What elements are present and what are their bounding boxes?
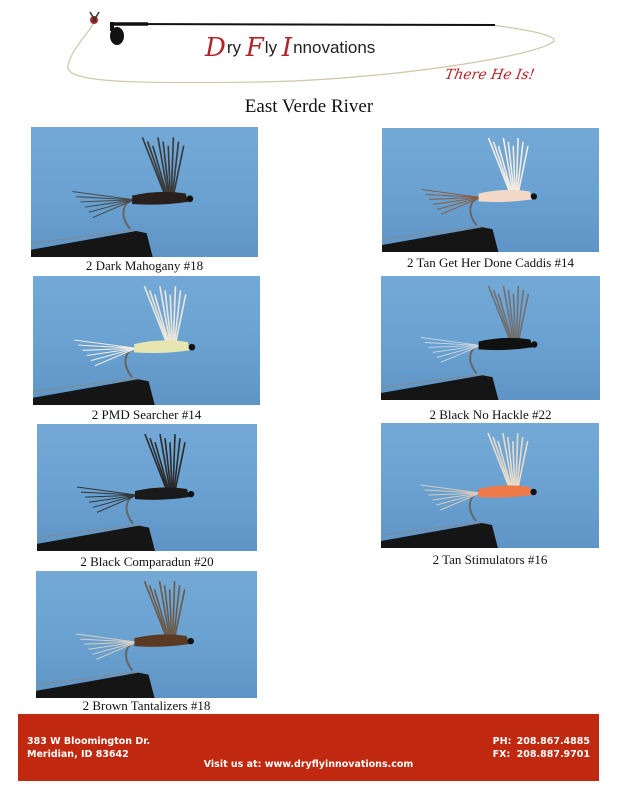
fly-wing: [487, 137, 529, 194]
company-logo: Dry Fly Innovations There He Is!: [60, 0, 560, 95]
fly-tail: [420, 337, 481, 363]
phone-label: PH:: [492, 736, 512, 747]
fly-caption: 2 Brown Tantalizers #18: [82, 698, 211, 713]
fly-rod-icon: [109, 22, 496, 45]
fly-photo: [37, 424, 257, 551]
brand-cap-3: I: [281, 33, 293, 63]
fly-illustration: [33, 286, 196, 405]
brand-cap-2: F: [245, 33, 264, 63]
fly-photo: [381, 423, 599, 548]
vise-jaw-icon: [381, 523, 498, 548]
vise-jaw-icon: [31, 231, 153, 257]
brand-name: Dry Fly Innovations: [205, 33, 375, 63]
fly-body: [135, 487, 189, 500]
fly-head: [186, 195, 194, 203]
fly-photo: [36, 571, 257, 698]
vise-jaw-icon: [33, 379, 155, 405]
fly-body: [134, 340, 190, 354]
address-line-1: 383 W Bloomington Dr.: [27, 736, 151, 747]
fly-tail: [74, 339, 137, 367]
fly-caption: 2 Tan Stimulators #16: [432, 552, 548, 567]
footer-address: 383 W Bloomington Dr. Meridian, ID 83642: [27, 735, 150, 761]
fly-photo: [381, 276, 600, 400]
fly-illustration: [36, 580, 194, 698]
fly-wing: [487, 285, 530, 342]
fly-body: [478, 337, 533, 351]
fax-number: 208.887.9701: [516, 749, 590, 760]
brand-rest-2: ly: [264, 38, 282, 57]
phone-row: PH: 208.867.4885: [493, 735, 590, 748]
vise-jaw-icon: [382, 227, 499, 252]
fly-caption: 2 Dark Mahogany #18: [85, 258, 204, 273]
fly-tail: [76, 633, 137, 660]
fly-icon: [89, 11, 100, 24]
fly-wing: [143, 580, 186, 639]
page-title: East Verde River: [244, 96, 374, 117]
fly-body: [132, 191, 188, 205]
fly-caption: 2 Black No Hackle #22: [429, 407, 552, 422]
fly-illustration: [31, 137, 194, 257]
fly-body: [478, 189, 532, 203]
fly-photo: [382, 128, 599, 252]
vise-jaw-icon: [37, 525, 155, 551]
fax-label: FX:: [492, 749, 511, 760]
fly-wing: [144, 433, 186, 492]
fly-caption: 2 PMD Searcher #14: [91, 407, 202, 422]
logo-graphic: [67, 11, 555, 84]
fly-head: [187, 637, 194, 645]
fly-tail: [76, 486, 138, 513]
fly-wing: [143, 286, 187, 345]
address-line-2: Meridian, ID 83642: [27, 749, 129, 760]
fly-body: [478, 485, 532, 498]
fly-head: [530, 193, 538, 200]
fly-wing: [141, 137, 185, 196]
fly-caption: 2 Tan Get Her Done Caddis #14: [406, 255, 575, 270]
brand-rest-3: nnovations: [293, 38, 376, 57]
phone-number: 208.867.4885: [516, 736, 590, 747]
fly-wing: [487, 432, 529, 490]
fly-head: [531, 341, 538, 348]
website-link[interactable]: Visit us at: www.dryflyinnovations.com: [203, 759, 414, 770]
fly-illustration: [381, 285, 538, 400]
fly-tail: [72, 190, 135, 218]
fly-head: [187, 490, 195, 498]
vise-jaw-icon: [381, 375, 499, 400]
fly-photo: [31, 127, 258, 257]
fly-head: [188, 343, 196, 351]
fly-illustration: [382, 137, 538, 252]
fax-row: FX: 208.887.9701: [493, 748, 590, 761]
tagline: There He Is!: [443, 67, 536, 83]
brand-cap-1: D: [205, 33, 226, 63]
brand-rest-1: ry: [226, 38, 246, 57]
fly-caption: 2 Black Comparadun #20: [80, 554, 214, 569]
fly-illustration: [37, 433, 195, 551]
footer-bar: 383 W Bloomington Dr. Meridian, ID 83642…: [18, 714, 599, 781]
fly-illustration: [381, 432, 537, 548]
footer-contact: PH: 208.867.4885 FX: 208.887.9701: [493, 735, 590, 761]
vise-jaw-icon: [36, 672, 155, 698]
fly-photo: [33, 276, 260, 405]
fly-body: [134, 634, 189, 647]
fly-line-icon: [67, 21, 555, 84]
fly-tail: [420, 484, 481, 511]
fly-tail: [421, 189, 481, 215]
fly-head: [530, 488, 537, 496]
